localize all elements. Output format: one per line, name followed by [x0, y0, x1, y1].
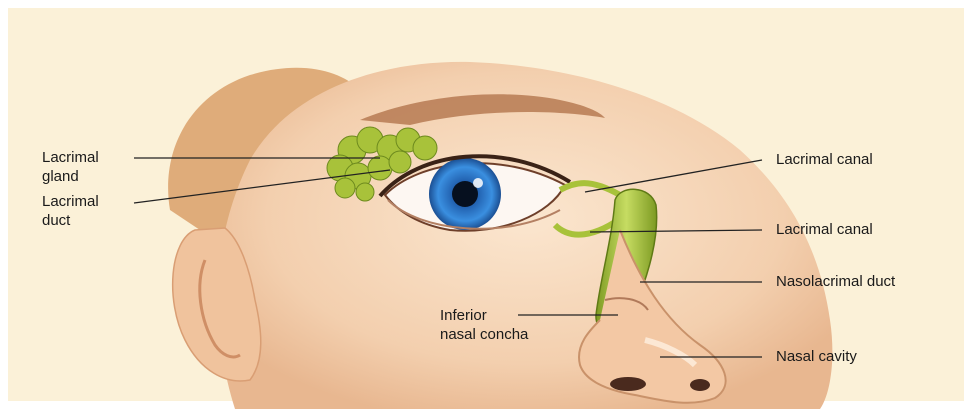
- label-nasal-cavity: Nasal cavity: [776, 347, 857, 366]
- label-inferior-nasal-concha: Inferior nasal concha: [440, 306, 528, 344]
- nostril-right: [690, 379, 710, 391]
- label-lacrimal-gland: Lacrimal gland: [42, 148, 99, 186]
- label-nasolacrimal-duct: Nasolacrimal duct: [776, 272, 895, 291]
- label-lacrimal-duct: Lacrimal duct: [42, 192, 99, 230]
- label-lacrimal-canal-lower: Lacrimal canal: [776, 220, 873, 239]
- label-lacrimal-canal-upper: Lacrimal canal: [776, 150, 873, 169]
- nostril: [610, 377, 646, 391]
- eye-highlight: [473, 178, 483, 188]
